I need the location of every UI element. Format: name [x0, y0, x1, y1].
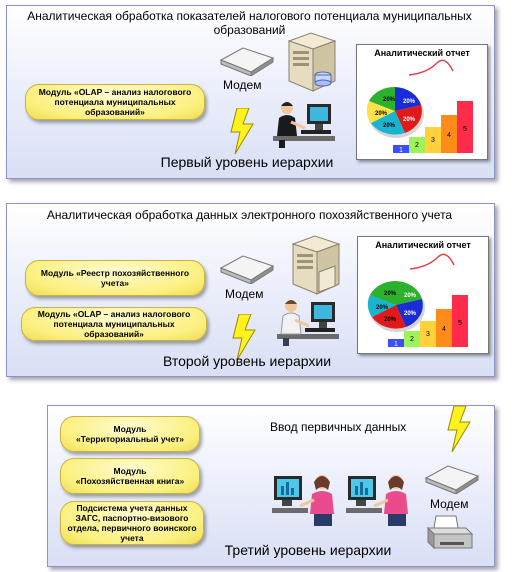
pie-label-5: 20%	[384, 317, 397, 323]
bar-label-5: 5	[458, 320, 462, 327]
pie-label-2: 20%	[404, 293, 417, 299]
level-3-panel: Модуль «Территориальный учет» Модуль «По…	[47, 405, 495, 567]
pie-label-3: 20%	[404, 311, 417, 317]
printer-icon	[426, 515, 474, 550]
bar-label-1: 1	[394, 341, 398, 348]
level-2-label: Второй уровень иерархии	[162, 353, 332, 369]
level-1-olap-module: Модуль «OLAP – анализ налогового потенци…	[25, 84, 205, 120]
server-icon	[291, 235, 341, 295]
level-1-analytic-report: Аналитический отчет 20% 20% 20% 20% 20% …	[356, 44, 488, 160]
level-2-title: Аналитическая обработка данных электронн…	[46, 208, 453, 222]
operator-icon	[277, 300, 339, 346]
bar-label-4: 4	[447, 132, 451, 139]
level-3-label: Третий уровень иерархии	[224, 542, 392, 558]
modem-icon	[424, 465, 480, 494]
pie-label-1: 20%	[383, 97, 396, 103]
pie-label-1: 20%	[384, 291, 397, 297]
level-2-panel: Аналитическая обработка данных электронн…	[6, 203, 495, 377]
lightning-icon	[447, 406, 471, 452]
level-3-household-book-module: Модуль «Похозяйственная книга»	[60, 458, 200, 494]
level-1-report-graphic: 20% 20% 20% 20% 20% 1 2 3 4 5	[366, 59, 473, 154]
lightning-icon	[230, 108, 254, 154]
pie-label-4: 20%	[376, 305, 389, 311]
level-3-territorial-module: Модуль «Территориальный учет»	[60, 416, 200, 452]
bar-label-1: 1	[399, 147, 403, 154]
modem-icon	[219, 47, 275, 76]
level-2-report-graphic: 20% 20% 20% 20% 20% 1 2 3 4 5	[367, 253, 468, 348]
level-2-olap-module: Модуль «OLAP – анализ налогового потенци…	[21, 307, 207, 341]
level-2-report-title: Аналитический отчет	[375, 240, 471, 250]
bar-label-3: 3	[426, 331, 430, 338]
pie-label-5: 20%	[383, 123, 396, 129]
level-3-modem-label: Модем	[430, 497, 469, 511]
operator-icon	[272, 475, 334, 526]
level-1-modem-label: Модем	[223, 78, 262, 92]
modem-icon	[219, 255, 275, 284]
bar-label-2: 2	[415, 142, 419, 149]
pie-label-3: 20%	[403, 117, 416, 123]
level-1-title: Аналитическая обработка показателей нало…	[27, 9, 472, 37]
pie-label-2: 20%	[403, 99, 416, 105]
bar-label-2: 2	[410, 336, 414, 343]
bar-label-3: 3	[431, 137, 435, 144]
server-icon	[287, 32, 337, 92]
lightning-icon	[232, 314, 256, 360]
operator-icon	[273, 102, 335, 148]
level-2-registry-module: Модуль «Реестр похозяйственного учета»	[25, 260, 205, 296]
level-3-input-label: Ввод первичных данных	[270, 420, 407, 434]
level-1-report-title: Аналитический отчет	[374, 48, 470, 58]
pie-label-4: 20%	[375, 111, 388, 117]
level-1-label: Первый уровень иерархии	[160, 154, 334, 170]
level-3-registry-subsystem-module: Подсистема учета данных ЗАГС, паспортно-…	[60, 501, 204, 545]
level-2-modem-label: Модем	[225, 287, 264, 301]
bar-label-4: 4	[442, 326, 446, 333]
bar-label-5: 5	[463, 126, 467, 133]
level-1-panel: Аналитическая обработка показателей нало…	[6, 5, 495, 179]
operator-icon	[346, 475, 408, 526]
level-2-analytic-report: Аналитический отчет 20% 20% 20% 20% 20% …	[357, 236, 489, 354]
